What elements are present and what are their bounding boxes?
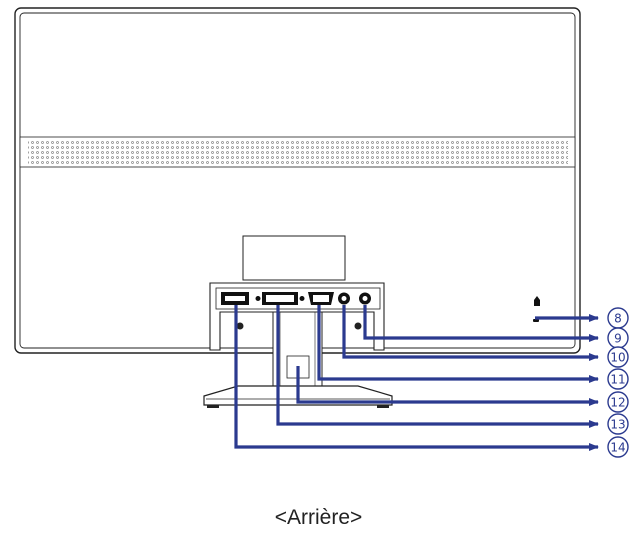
callout-13: 13: [607, 413, 629, 435]
diagram-caption: <Arrière>: [274, 506, 363, 529]
leader-9: [363, 305, 599, 342]
callout-12-label: 12: [610, 396, 625, 410]
callout-badges: 8 9 10 11 12 13 14: [607, 307, 629, 458]
screw-right: [354, 322, 362, 330]
screw-left: [236, 322, 244, 330]
hdmi-port: [221, 292, 249, 305]
stand-upper-block: [242, 235, 346, 281]
security-lock-slot: [533, 296, 540, 322]
vga-port: [308, 292, 334, 305]
callout-10: 10: [607, 346, 629, 368]
callout-9: 9: [607, 327, 629, 349]
callout-12: 12: [607, 391, 629, 413]
leader-11: [317, 305, 599, 383]
callout-13-label: 13: [610, 418, 625, 432]
callout-11-label: 11: [610, 373, 625, 387]
callout-10-label: 10: [610, 351, 625, 365]
leader-14: [234, 305, 599, 451]
leader-10: [342, 305, 599, 361]
callout-14: 14: [607, 436, 629, 458]
audio-port: [338, 292, 350, 305]
callout-14-label: 14: [610, 441, 625, 455]
dvi-port: [255, 292, 305, 305]
ventilation-grille: [19, 136, 576, 168]
leader-12: [296, 366, 599, 406]
callout-leaders: [234, 305, 599, 451]
leader-13: [276, 305, 599, 428]
power-port: [359, 292, 371, 305]
monitor-rear-diagram: 8 9 10 11 12 13 14: [14, 7, 629, 458]
callout-9-label: 9: [614, 332, 622, 346]
callout-8-label: 8: [614, 312, 622, 326]
callout-11: 11: [607, 368, 629, 390]
callout-8: 8: [607, 307, 629, 329]
